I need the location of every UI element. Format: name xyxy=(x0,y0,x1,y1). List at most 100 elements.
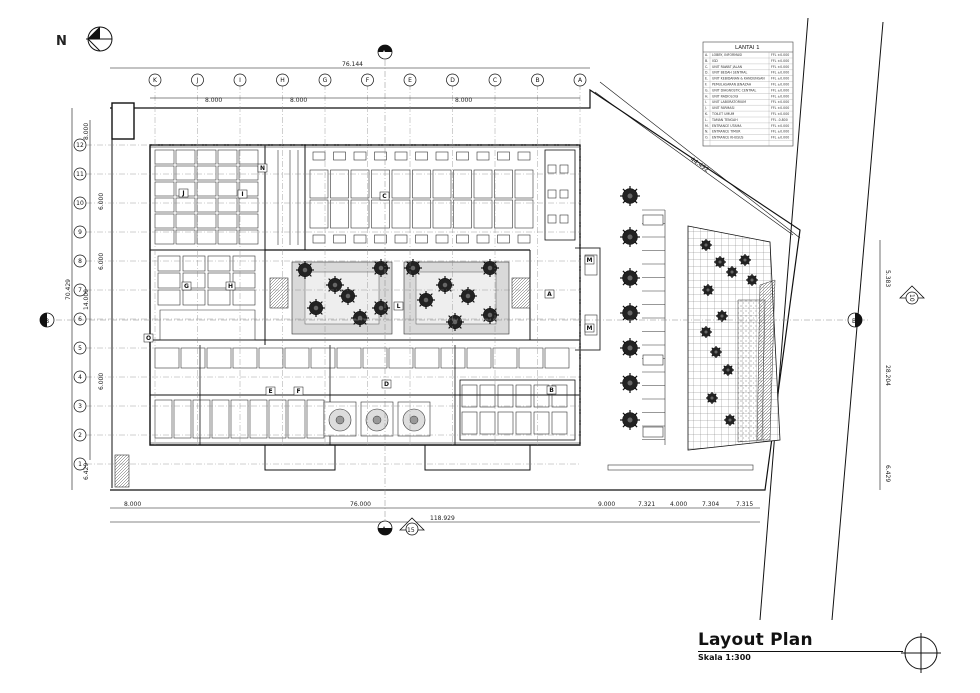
legend-row-level: FFL ±0.000 xyxy=(771,100,789,104)
tree xyxy=(722,364,734,376)
section-a-label: A xyxy=(382,50,387,57)
legend-row-no: C. xyxy=(705,65,708,69)
tree xyxy=(724,414,736,426)
grid-bubble-label: F xyxy=(366,77,370,84)
plaza-trees xyxy=(700,239,758,426)
legend-row-name: UNIT BEDAH SENTRAL xyxy=(712,71,747,75)
room-label-box xyxy=(544,289,555,299)
room-label-box xyxy=(143,333,154,343)
tree xyxy=(710,346,722,358)
section-markers: A A B B 15 10 xyxy=(39,44,925,536)
room-label-box xyxy=(381,379,392,389)
legend-row-name: UNIT RAWAT JALAN xyxy=(712,65,743,69)
tree xyxy=(620,373,640,393)
legend-row-name: UNIT LABORATORIUM xyxy=(712,100,746,104)
legend-row-level: FFL ±0.000 xyxy=(771,88,789,92)
elevation-label-right: 10 xyxy=(908,294,915,302)
tree xyxy=(339,287,357,305)
room-label: M xyxy=(587,257,593,264)
room-label: N xyxy=(260,165,265,172)
tree xyxy=(307,299,325,317)
grid-bubble-left: 10 xyxy=(73,196,87,210)
tree xyxy=(436,276,454,294)
title-block: Layout Plan Skala 1:300 xyxy=(698,630,948,662)
legend-row-no: L. xyxy=(705,118,708,122)
legend-row-name: LOBBY, INFORMASI xyxy=(712,53,742,57)
grid-bubble-label: C xyxy=(493,77,497,84)
grid-bubble-left: 8 xyxy=(73,254,87,268)
dim-top-each: 8.000 xyxy=(455,97,472,104)
grid-bubble-left: 6 xyxy=(73,312,87,326)
legend-row-name: IGD xyxy=(712,59,718,63)
section-b-left: B xyxy=(39,312,55,328)
room-label: A xyxy=(547,291,552,298)
plan-scale: Skala 1:300 xyxy=(698,653,751,662)
legend-row-name: ENTRANCE TIMUR xyxy=(712,130,741,134)
grid-bubble-left: 5 xyxy=(73,341,87,355)
grid-bubble-top: B xyxy=(531,73,544,87)
dim-left-each: 6.000 xyxy=(98,253,105,270)
legend-row-name: TOILET UMUM xyxy=(711,112,735,116)
room-label-box xyxy=(181,281,192,291)
title-symbol xyxy=(901,633,941,673)
grid-bubble-top: F xyxy=(361,73,374,87)
grid-bubble-left: 11 xyxy=(73,167,87,181)
tree xyxy=(372,299,390,317)
tree xyxy=(459,287,477,305)
tree xyxy=(372,259,390,277)
legend-row-level: FFL ±0.000 xyxy=(771,94,789,98)
tree xyxy=(726,266,738,278)
title-rule xyxy=(698,651,903,652)
dim-right-top: 5.383 xyxy=(884,270,891,287)
section-a-label: A xyxy=(382,526,387,533)
legend-row-no: I. xyxy=(705,100,707,104)
tree xyxy=(620,303,640,323)
grid-bubble-left: 12 xyxy=(73,138,87,152)
dim-diagonal: 44.492 xyxy=(689,156,710,174)
legend-row-level: FFL ±0.000 xyxy=(771,65,789,69)
outpatient-clinic-rooms xyxy=(309,151,569,244)
structural-grid xyxy=(86,84,581,465)
room-label-box xyxy=(584,255,595,265)
grid-bubble-label: D xyxy=(450,77,455,84)
tree xyxy=(620,186,640,206)
room-label-box xyxy=(379,191,390,201)
grid-bubble-label: K xyxy=(153,77,158,84)
grid-bubble-left: 3 xyxy=(73,399,87,413)
dim-bottom-total: 118.929 xyxy=(430,515,455,522)
room-label: C xyxy=(382,193,387,200)
tree xyxy=(716,310,728,322)
dim-left-each: 6.000 xyxy=(98,193,105,210)
tree xyxy=(481,306,499,324)
tree xyxy=(702,284,714,296)
dim-top-each: 8.000 xyxy=(205,97,222,104)
tree xyxy=(746,274,758,286)
legend-row-level: FFL ±0.000 xyxy=(771,71,789,75)
room-label-box xyxy=(293,386,304,396)
grid-bubble-top: J xyxy=(191,73,204,87)
legend-row-level: FFL ±0.000 xyxy=(771,83,789,87)
grid-bubble-top: H xyxy=(276,73,289,87)
dim-top-total: 76.144 xyxy=(342,61,363,68)
dimension-lines xyxy=(45,60,881,523)
legend-row-level: FFL ±0.000 xyxy=(771,112,789,116)
legend-row-no: M. xyxy=(705,124,709,128)
dimension-texts: 76.144 8.000 8.000 8.000 118.929 76.000 … xyxy=(65,61,891,522)
elevation-marker-bottom: 15 xyxy=(399,517,425,536)
section-b-right: B xyxy=(847,312,863,328)
grid-bubble-label: B xyxy=(535,77,539,84)
operating-theatres xyxy=(323,401,431,437)
elevation-marker-right: 10 xyxy=(899,285,925,305)
building-footprint xyxy=(111,102,581,488)
room-label: D xyxy=(384,381,389,388)
dim-left-each: 6.000 xyxy=(98,373,105,390)
grid-bubble-label: H xyxy=(280,77,285,84)
grid-bubble-top: C xyxy=(488,73,502,87)
parked-car xyxy=(642,426,664,438)
tree xyxy=(714,256,726,268)
dim-bottom-inner: 76.000 xyxy=(350,501,371,508)
